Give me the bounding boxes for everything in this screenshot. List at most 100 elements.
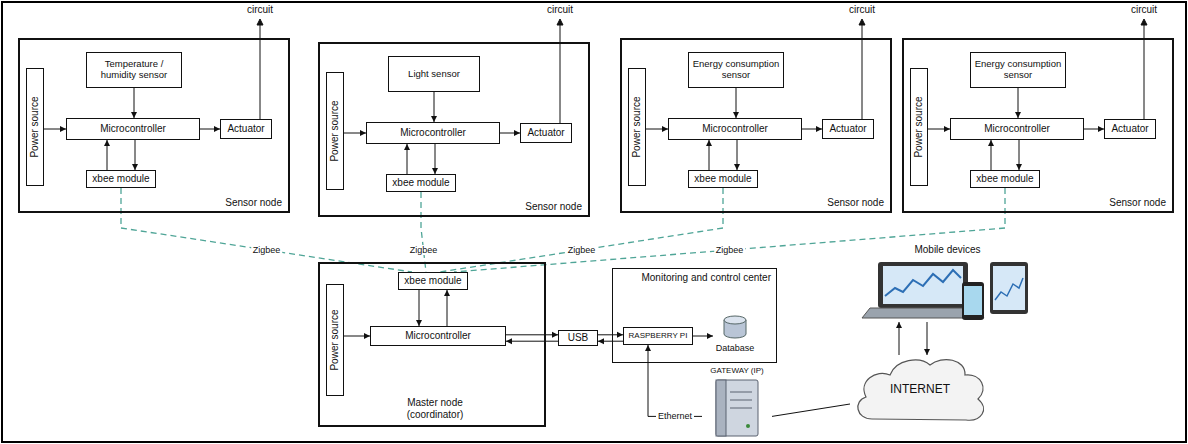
connector [988, 140, 994, 170]
arrow-head [988, 140, 994, 146]
node-text: Actuator [1109, 123, 1150, 135]
microcontroller-box: Microcontroller [366, 122, 500, 144]
arrow-head [506, 338, 512, 344]
arrow-head [707, 333, 713, 339]
xbee-module-box: xbee module [386, 174, 456, 192]
connector [896, 322, 902, 355]
server-side [716, 380, 726, 436]
server-body [716, 380, 758, 436]
node-text: Actuator [827, 123, 868, 135]
connector-line [506, 334, 558, 335]
node-text: Database [713, 343, 757, 353]
microcontroller-box: Microcontroller [370, 326, 506, 346]
connector-line [454, 188, 1005, 272]
connector [416, 290, 422, 326]
node-text: xbee module [90, 173, 151, 185]
circuit-label: circuit [849, 4, 875, 15]
connector [432, 144, 438, 174]
sensor-node-box: Sensor node Power source Light sensorMicro… [318, 42, 590, 217]
node-text: Power source [329, 309, 341, 370]
phone-display [964, 286, 982, 315]
node-text: Microcontroller [982, 123, 1052, 135]
node-text: Actuator [225, 123, 266, 135]
arrow-head [444, 290, 450, 296]
circuit-wire [560, 24, 561, 123]
server-slot [730, 400, 752, 401]
arrow-head [924, 349, 930, 355]
edge-label: Zigbee [714, 245, 746, 255]
node-text: Light sensor [406, 69, 462, 80]
microcontroller-box: Microcontroller [668, 118, 802, 140]
connector [444, 290, 450, 326]
connector [1015, 88, 1021, 118]
connector-line [421, 192, 426, 272]
connector [506, 332, 558, 338]
connector [404, 144, 410, 174]
connector [344, 130, 366, 136]
internet-cloud: INTERNET [850, 355, 990, 425]
connector [645, 345, 702, 416]
xbee-module-box: xbee module [688, 170, 758, 188]
server-led [746, 424, 750, 428]
connector [924, 322, 930, 355]
arrow-head [598, 338, 604, 344]
node-text: USB [566, 332, 591, 344]
node-text: Power source [329, 100, 341, 161]
arrow-head [645, 345, 651, 351]
microcontroller-box: Microcontroller [950, 118, 1084, 140]
node-text: Monitoring and control center [641, 272, 771, 284]
edge-label: Zigbee [566, 245, 598, 255]
node-text: GATEWAY (IP) [702, 366, 772, 375]
zigbee-link [440, 188, 723, 272]
tablet-display [993, 266, 1025, 310]
node-text: xbee module [390, 177, 451, 189]
chart-line [995, 278, 1023, 300]
node-text: Power source [913, 96, 925, 157]
connector [734, 140, 740, 170]
connector [431, 92, 437, 122]
monitoring-center-box: Monitoring and control centerRASPBERRY P… [612, 268, 777, 363]
node-text: xbee module [974, 173, 1035, 185]
zigbee-link [421, 192, 426, 272]
node-text: xbee module [402, 275, 463, 287]
node-text: RASPBERRY PI [627, 331, 690, 340]
arrow-head [257, 19, 263, 25]
node-text: Sensor node [827, 197, 884, 209]
connector [132, 140, 138, 170]
usb-box: USB [558, 330, 598, 346]
connector [500, 130, 520, 136]
edge-label: Zigbee [408, 245, 440, 255]
connector [928, 126, 950, 132]
power-source-box: Power source [326, 72, 344, 190]
actuator-box: Actuator [822, 119, 874, 139]
edge-label: Ethernet [656, 411, 694, 421]
arrow-head [557, 19, 563, 25]
gateway-server: GATEWAY (IP) [702, 366, 772, 438]
phone-body [962, 282, 984, 320]
master-node-box: Master node (coordinator)Power sourcexbe… [318, 262, 546, 427]
node-text: Microcontroller [98, 123, 168, 135]
connector [598, 338, 623, 344]
arrow-head [706, 140, 712, 146]
connector-line [648, 345, 702, 416]
circuit-label: circuit [247, 4, 273, 15]
connector [1084, 126, 1104, 132]
arrow-head [896, 322, 902, 328]
connector [598, 332, 623, 338]
laptop-screen [878, 262, 968, 308]
circuit-label: circuit [1131, 4, 1157, 15]
sensor-node-box: Sensor nodePower sourceTemperature / hum… [18, 38, 290, 213]
node-text: Sensor node [1109, 197, 1166, 209]
connector [733, 88, 739, 118]
connector [131, 88, 137, 118]
node-text: Power source [631, 96, 643, 157]
node-text: Microcontroller [403, 330, 473, 342]
actuator-box: Actuator [1104, 119, 1156, 139]
sensor-node-box: Sensor nodePower sourceEnergy consumptio… [902, 38, 1174, 213]
sensor-box: Energy consumption sensor [688, 52, 784, 88]
connector [506, 338, 558, 344]
connector-line [772, 404, 850, 416]
actuator-box: Actuator [520, 123, 572, 143]
node-text: Sensor node [525, 201, 582, 213]
